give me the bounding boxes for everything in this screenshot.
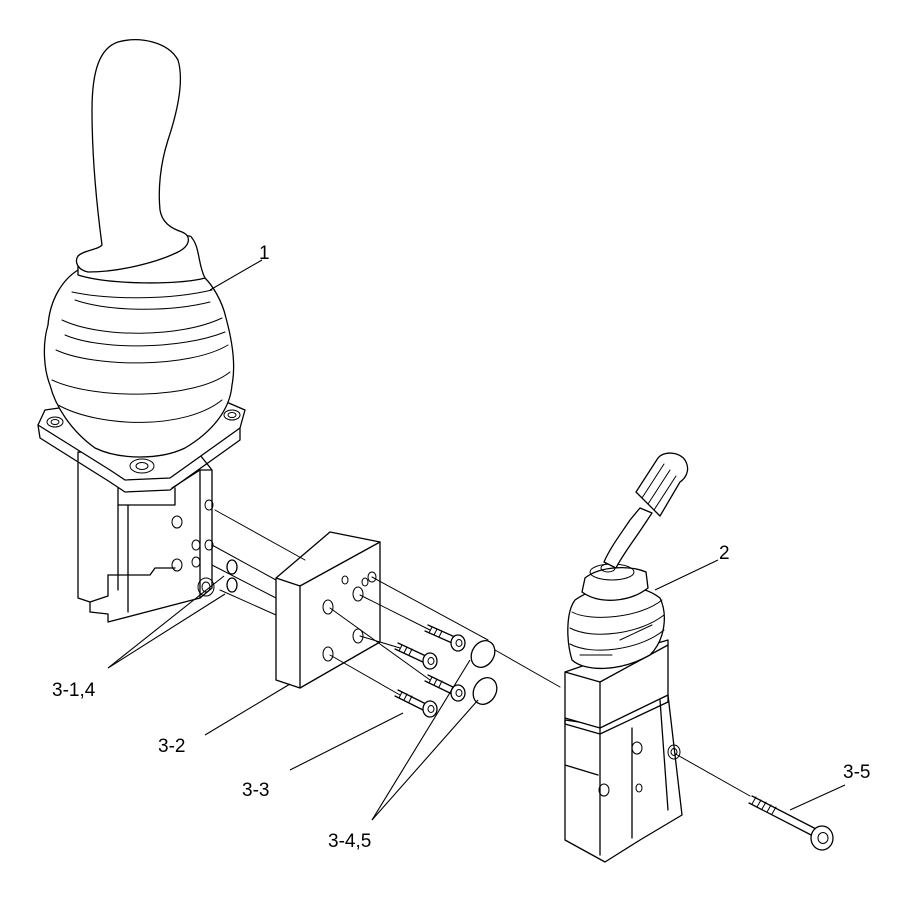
bolt-3	[424, 674, 466, 702]
bolt-1	[424, 624, 466, 652]
bolt-4	[394, 689, 438, 718]
leader-lines	[107, 259, 846, 821]
part-3-2-adapter-plate	[275, 531, 381, 689]
assembly-centre-lines	[211, 509, 751, 797]
callout-3-4-5: 3-4,5	[328, 831, 371, 852]
callout-3-5: 3-5	[843, 762, 870, 783]
callout-3-1-4: 3-1,4	[52, 680, 96, 701]
callout-1: 1	[259, 243, 270, 264]
part-2-lever-valve	[564, 452, 689, 863]
callout-labels: 1 2 3-1,4 3-2 3-3 3-4,5 3-5	[52, 243, 870, 852]
part-1-joystick-valve	[37, 39, 246, 623]
callout-2: 2	[719, 543, 730, 564]
part-3-4-5-orings	[470, 640, 498, 705]
part-3-1-4-orings	[226, 559, 238, 593]
callout-3-3: 3-3	[242, 780, 269, 801]
bolt-2	[394, 642, 438, 670]
callout-3-2: 3-2	[158, 736, 185, 757]
part-3-3-bolts	[394, 624, 466, 718]
part-3-5-bolt	[748, 795, 834, 851]
